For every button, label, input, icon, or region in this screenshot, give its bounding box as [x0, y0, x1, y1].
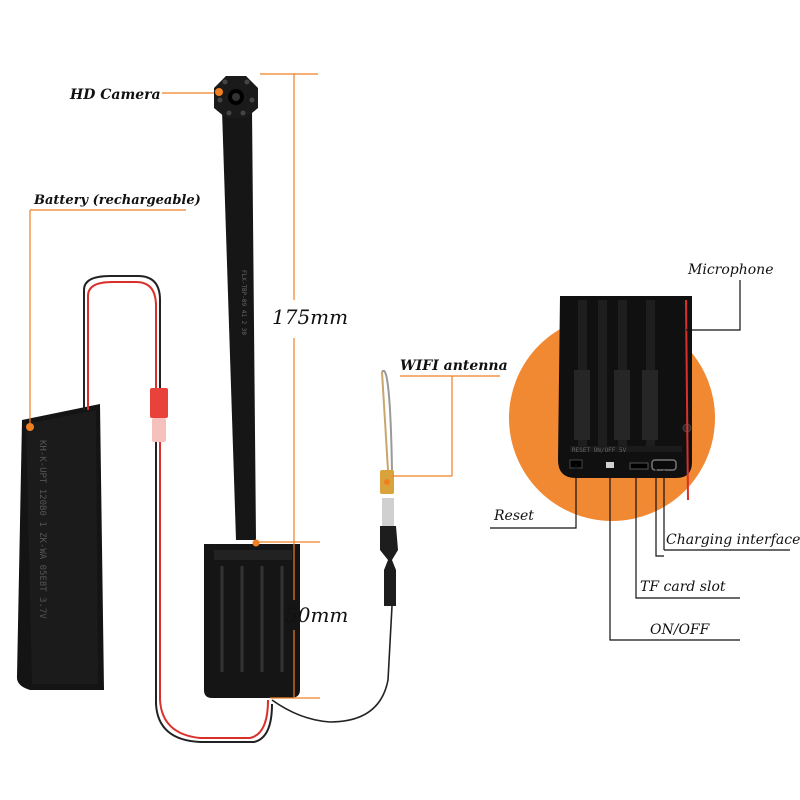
ribbon-length-label: 175mm [272, 305, 348, 329]
battery-label: Battery (rechargeable) [33, 193, 201, 208]
battery: KH-K-UPT 120B0 1 ZK-WA 05E8T 3.7V [16, 404, 104, 690]
closeup-module: RESET ON/OFF 5V [558, 296, 692, 501]
svg-text:RESET ON/OFF 5V: RESET ON/OFF 5V [572, 447, 627, 454]
wires [83, 275, 393, 743]
charging-interface-label: Charging interface [666, 532, 800, 548]
leader-lines [29, 92, 790, 641]
on-off-label: ON/OFF [650, 622, 711, 638]
wifi-antenna-label: WIFI antenna [400, 358, 508, 374]
module-length-label: 50mm [285, 603, 348, 627]
wifi-antenna [380, 371, 398, 606]
svg-text:KH-K-UPT 120B0 1 ZK-WA 05E8T: KH-K-UPT 120B0 1 ZK-WA 05E8T 3.7V [37, 440, 47, 619]
dimension-lines [258, 73, 320, 699]
reset-label: Reset [493, 508, 534, 524]
svg-text:FLX-TBP-09 41 2 30: FLX-TBP-09 41 2 30 [240, 270, 247, 335]
hd-camera [214, 76, 258, 118]
tf-card-slot-label: TF card slot [640, 579, 726, 595]
hd-camera-label: HD Camera [69, 87, 161, 103]
ribbon-cable: FLX-TBP-09 41 2 30 [222, 110, 256, 540]
main-module [204, 539, 300, 698]
battery-dot [26, 423, 34, 431]
microphone-label: Microphone [687, 262, 773, 278]
wire-connector [150, 388, 168, 442]
